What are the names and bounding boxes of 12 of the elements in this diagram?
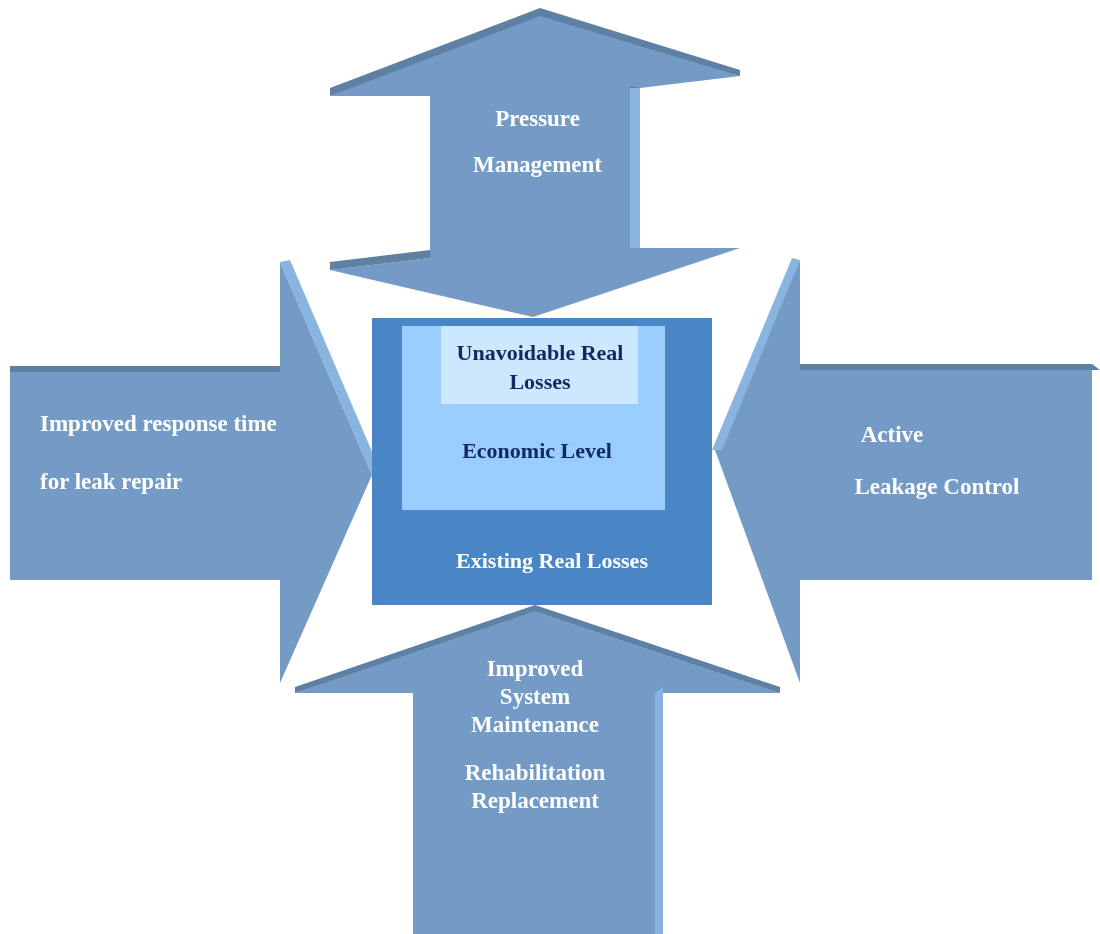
arrow-label: Pressure Management [472, 105, 603, 179]
arrow-label: Rehabilitation Replacement [463, 759, 607, 815]
arrow-label: Improved System Maintenance [470, 655, 600, 739]
box-label: Economic Level [461, 437, 613, 465]
arrow-label: Improved response time for leak repair [40, 410, 278, 496]
box-label: Existing Real Losses [455, 547, 649, 575]
arrow-label: Leakage Control [853, 473, 1021, 501]
inner-box [402, 326, 665, 510]
arrow-label: Active [859, 421, 925, 449]
inner-box [441, 326, 638, 404]
outer-box [372, 318, 712, 605]
box-label: Unavoidable Real Losses [455, 339, 625, 396]
